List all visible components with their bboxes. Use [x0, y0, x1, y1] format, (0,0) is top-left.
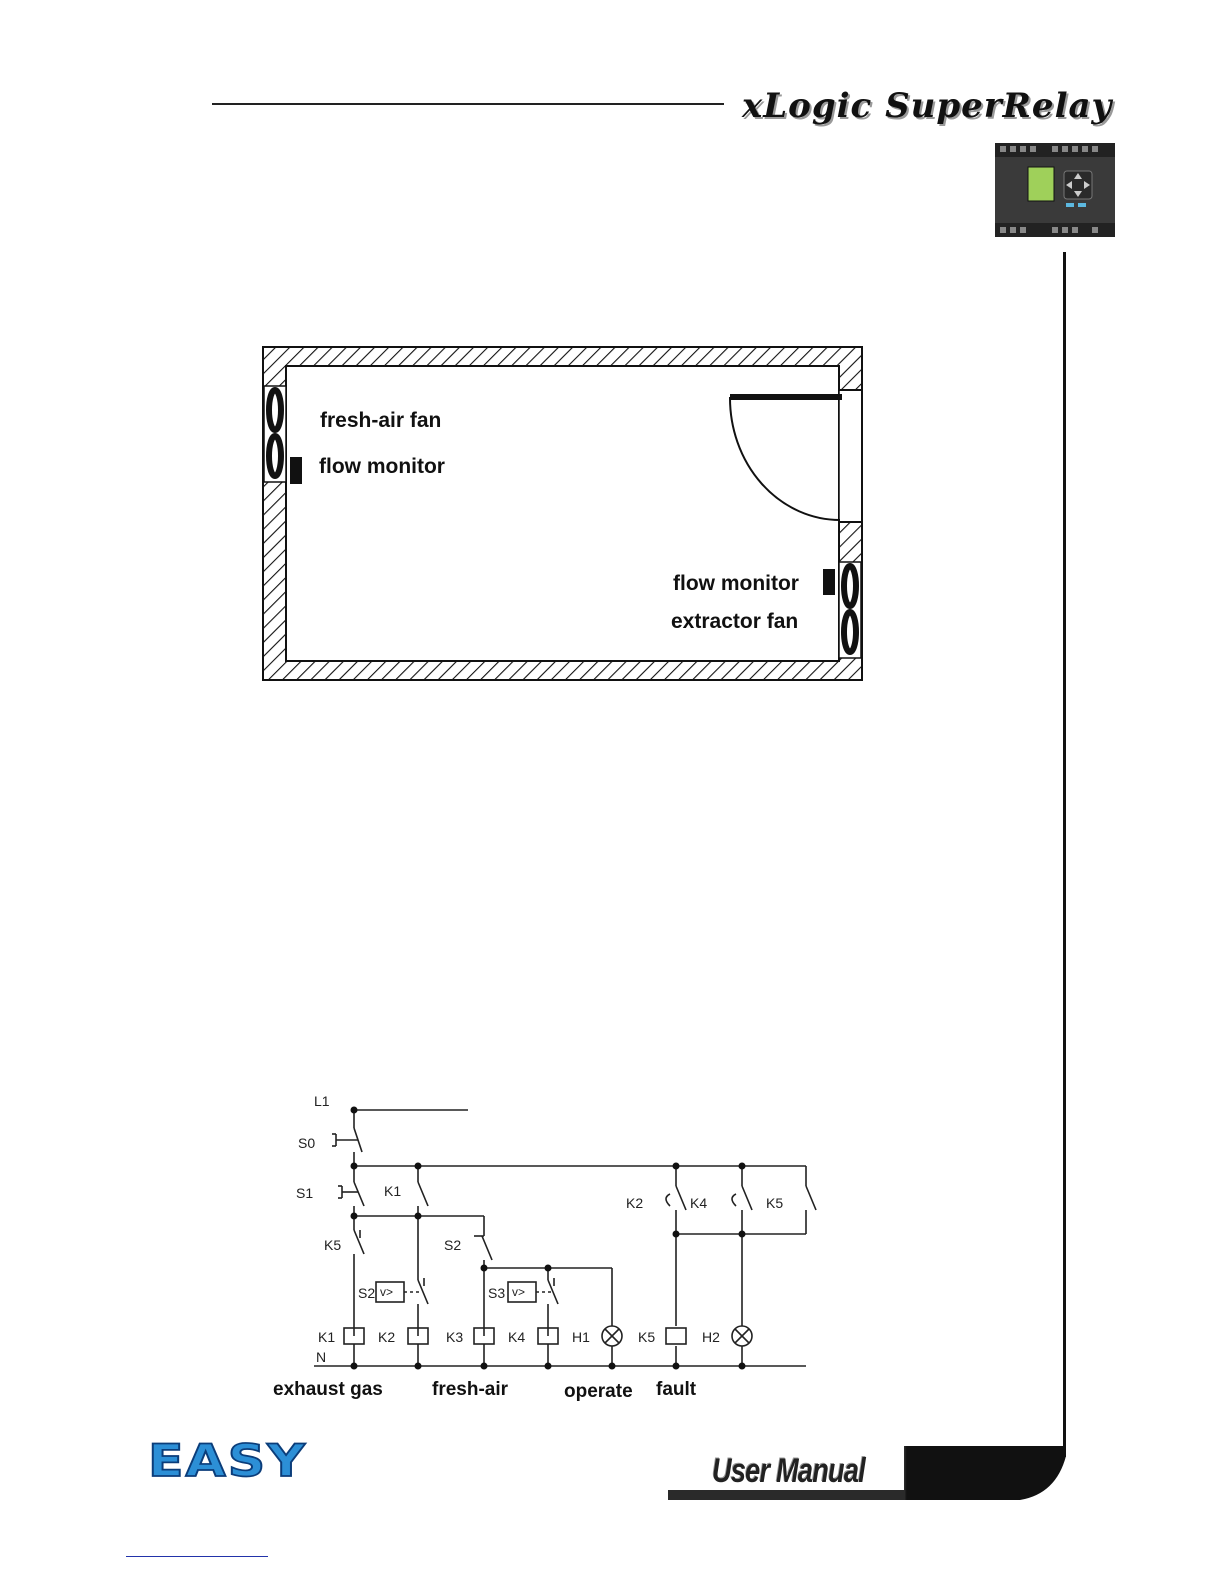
caption-fresh-air: fresh-air: [432, 1379, 508, 1401]
right-margin-rule: [1063, 252, 1066, 1457]
caption-operate: operate: [564, 1381, 633, 1403]
label-K2-contact: K2: [626, 1195, 643, 1211]
extractor-fan-label: extractor fan: [671, 610, 798, 634]
flow-monitor-right-label: flow monitor: [673, 572, 799, 596]
label-K4-contact: K4: [690, 1195, 707, 1211]
timer-symbol-2: v>: [512, 1285, 525, 1299]
label-S1: S1: [296, 1185, 313, 1201]
header-rule: [212, 103, 724, 105]
caption-exhaust-gas: exhaust gas: [273, 1379, 383, 1401]
fresh-air-fan-label: fresh-air fan: [320, 409, 441, 433]
label-S3-timer: S3: [488, 1285, 505, 1301]
label-S2-timer: S2: [358, 1285, 375, 1301]
flow-monitor-left-label: flow monitor: [319, 455, 445, 479]
user-manual-label: User Manual: [712, 1452, 865, 1491]
label-S0: S0: [298, 1135, 315, 1151]
label-K2-coil: K2: [378, 1329, 395, 1345]
label-K1-top: K1: [384, 1183, 401, 1199]
label-K1-coil: K1: [318, 1329, 335, 1345]
label-N: N: [316, 1349, 326, 1365]
footer-link-underline: [126, 1556, 268, 1557]
label-S2: S2: [444, 1237, 461, 1253]
caption-fault: fault: [656, 1379, 696, 1401]
label-K3-coil: K3: [446, 1329, 463, 1345]
label-L1: L1: [314, 1093, 330, 1109]
timer-symbol-1: v>: [380, 1285, 393, 1299]
label-K4-coil: K4: [508, 1329, 525, 1345]
label-K5-coil: K5: [638, 1329, 655, 1345]
plc-device-image: [992, 137, 1118, 241]
label-H2-lamp: H2: [702, 1329, 720, 1345]
flow-monitor-left-icon: [290, 457, 302, 484]
label-H1-lamp: H1: [572, 1329, 590, 1345]
label-K5-contact: K5: [766, 1195, 783, 1211]
control-circuit-diagram: L1 S0 S1 K1 K5 S2 S2 S3 v> v> K2 K4 K5 K…: [270, 1090, 820, 1410]
flow-monitor-right-icon: [823, 569, 835, 595]
easy-logo: EASY: [148, 1436, 307, 1487]
brand-title: xLogic SuperRelay: [742, 86, 1112, 126]
label-K5-top: K5: [324, 1237, 341, 1253]
